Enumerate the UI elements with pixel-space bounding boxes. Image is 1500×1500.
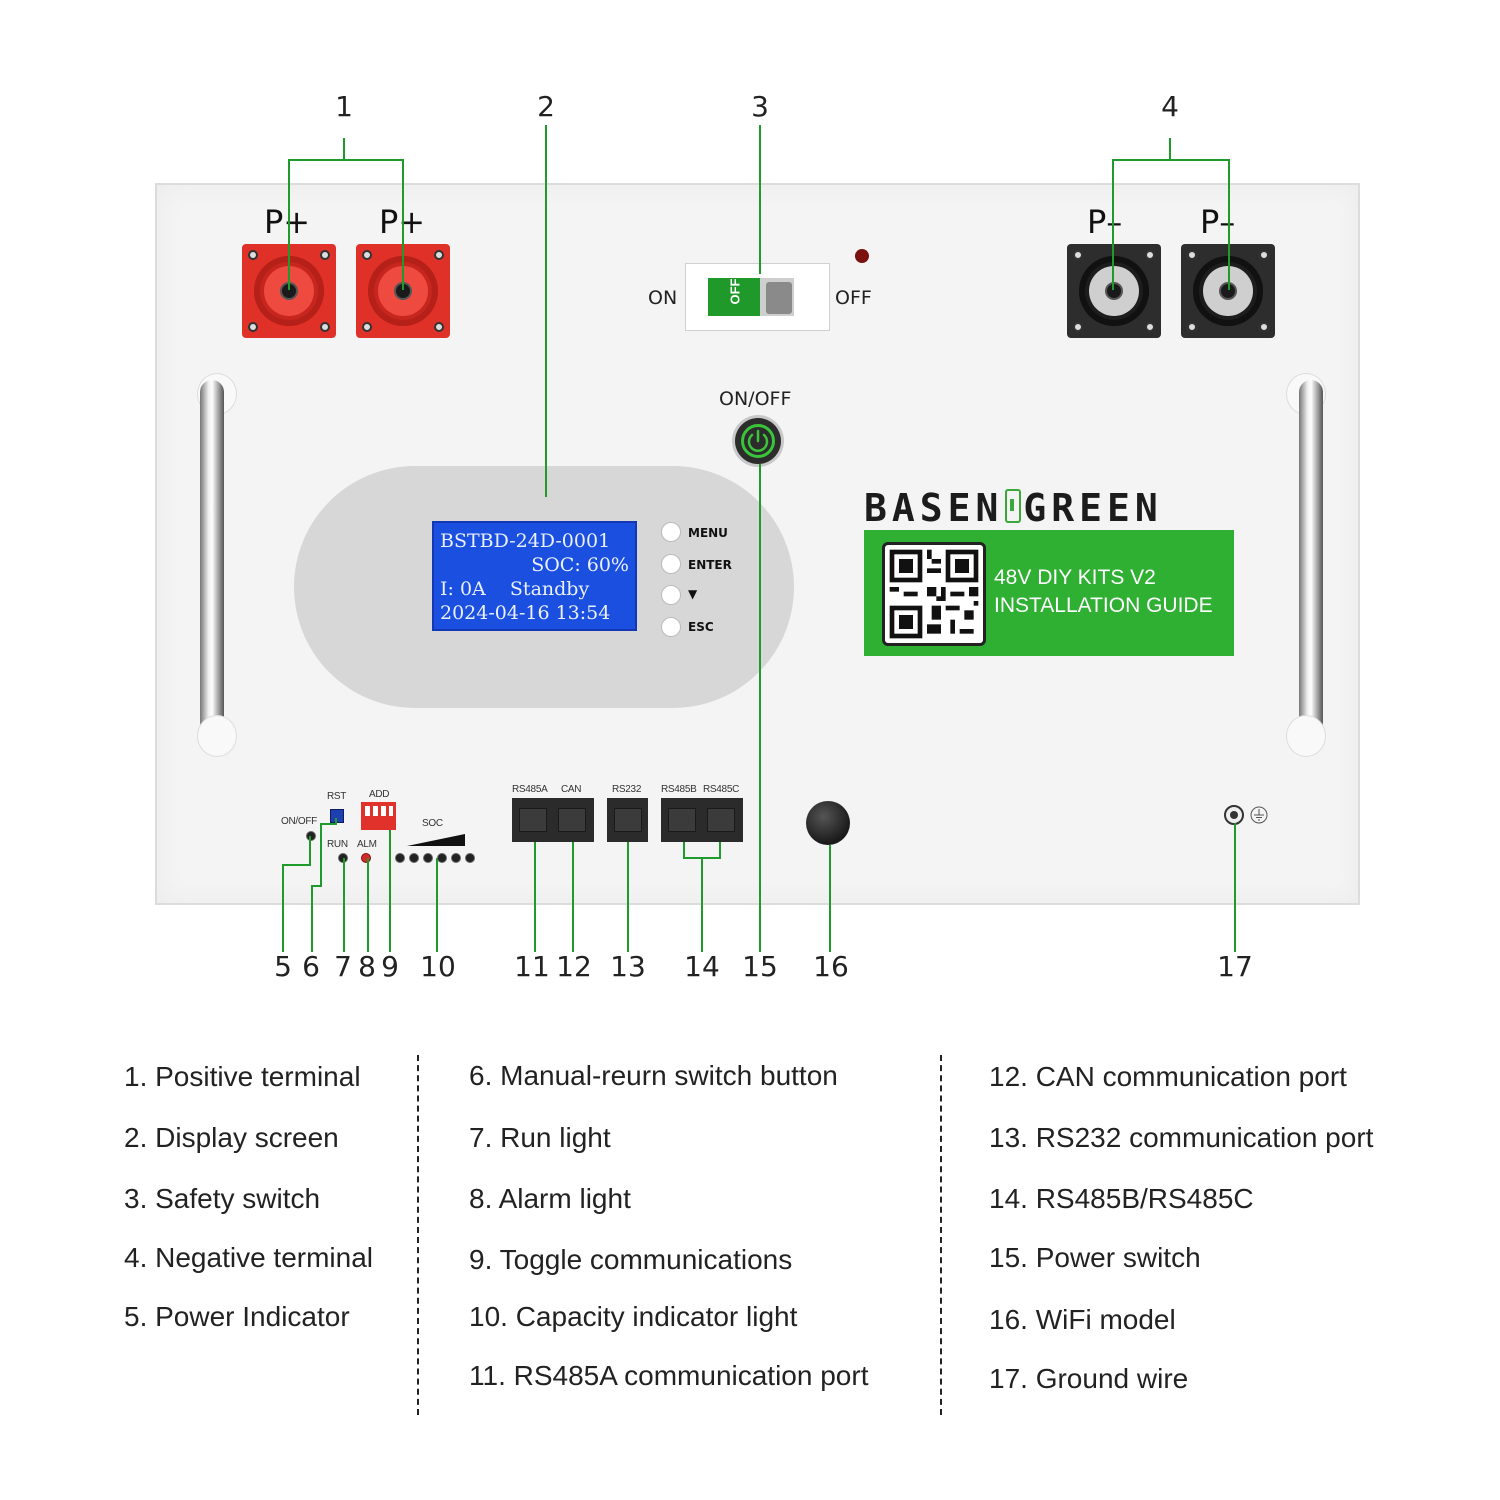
rs485a-label: RS485A [512, 784, 548, 795]
legend-item-17: 17. Ground wire [989, 1363, 1189, 1394]
installation-guide-label[interactable]: 48V DIY KITS V2 INSTALLATION GUIDE [864, 530, 1234, 656]
legend-item-13: 13. RS232 communication port [989, 1122, 1374, 1153]
esc-button-label: ESC [688, 620, 714, 634]
legend-item-12: 12. CAN communication port [989, 1061, 1347, 1092]
enter-button-label: ENTER [688, 558, 732, 572]
callout-16: 16 [813, 950, 849, 983]
left-handle [200, 380, 224, 734]
breaker-lever[interactable] [766, 282, 792, 314]
rs485c-port[interactable] [707, 808, 735, 832]
soc-led-6 [465, 853, 475, 863]
can-port[interactable] [558, 808, 586, 832]
down-button-label: ▼ [688, 587, 698, 601]
legend-divider-2 [940, 1055, 942, 1415]
guide-label-line-1: 48V DIY KITS V2 [994, 566, 1156, 589]
legend-item-7: 7. Run light [469, 1122, 611, 1153]
rs485c-label: RS485C [703, 784, 739, 795]
callout-10: 10 [420, 950, 456, 983]
handle-cap-bottom-left [197, 715, 237, 757]
soc-led-1 [395, 853, 405, 863]
rs485b-rs485c-port-block [661, 798, 743, 842]
legend-item-16: 16. WiFi model [989, 1304, 1176, 1335]
callout-1: 1 [335, 90, 353, 123]
legend-item-15: 15. Power switch [989, 1242, 1201, 1273]
negative-terminal-label-1: P– [1087, 203, 1123, 241]
power-button-label: ON/OFF [719, 388, 792, 410]
legend-divider-1 [417, 1055, 419, 1415]
right-handle [1299, 380, 1323, 734]
callout-12: 12 [556, 950, 592, 983]
soc-led-2 [409, 853, 419, 863]
display-screen: BSTBD-24D-0001 SOC: 60% I: 0A Standby 20… [432, 521, 637, 631]
legend-item-5: 5. Power Indicator [124, 1301, 350, 1332]
legend-item-3: 3. Safety switch [124, 1183, 321, 1214]
menu-button-label: MENU [688, 526, 728, 540]
lcd-line-4: 2024-04-16 13:54 [440, 602, 611, 624]
alarm-light [361, 853, 371, 863]
brand-right: GREEN [1023, 486, 1163, 530]
callout-11: 11 [514, 950, 550, 983]
callout-4: 4 [1161, 90, 1179, 123]
callout-17: 17 [1217, 950, 1253, 983]
address-dip-switch[interactable] [361, 802, 396, 830]
callout-13: 13 [610, 950, 646, 983]
brand-logo: BASEN GREEN [864, 486, 1163, 530]
rs485a-can-port-block [512, 798, 594, 842]
callout-8: 8 [358, 950, 376, 983]
soc-label: SOC [422, 818, 443, 829]
rst-label: RST [327, 791, 347, 802]
callout-7: 7 [334, 950, 352, 983]
breaker-off-label: OFF [835, 287, 872, 309]
soc-led-5 [451, 853, 461, 863]
rs232-port[interactable] [607, 798, 648, 842]
rs485a-port[interactable] [519, 808, 547, 832]
qr-code-icon[interactable] [882, 542, 986, 646]
rs485b-label: RS485B [661, 784, 697, 795]
handle-cap-bottom-right [1286, 715, 1326, 757]
enter-button[interactable] [661, 554, 681, 574]
soc-wedge-icon [407, 834, 465, 846]
legend-item-4: 4. Negative terminal [124, 1242, 374, 1273]
callout-2: 2 [537, 90, 555, 123]
callout-9: 9 [381, 950, 399, 983]
legend-item-14: 14. RS485B/RS485C [989, 1183, 1254, 1214]
rs485b-port[interactable] [668, 808, 696, 832]
safety-switch[interactable]: OFF [685, 263, 830, 331]
menu-button[interactable] [661, 522, 681, 542]
callout-6: 6 [302, 950, 320, 983]
positive-terminal-label-1: P+ [264, 203, 311, 241]
brand-left: BASEN [864, 486, 1004, 530]
rs232-label: RS232 [612, 784, 642, 795]
callout-14: 14 [684, 950, 720, 983]
lcd-line-2: SOC: 60% [531, 554, 629, 576]
legend-item-10: 10. Capacity indicator light [469, 1301, 798, 1332]
power-switch-button[interactable] [735, 418, 781, 464]
lcd-line-3: I: 0A Standby [440, 578, 590, 600]
run-label: RUN [327, 839, 348, 850]
esc-button[interactable] [661, 617, 681, 637]
battery-leaf-icon [1005, 489, 1022, 523]
callout-3: 3 [751, 90, 769, 123]
legend-item-8: 8. Alarm light [469, 1183, 631, 1214]
soc-led-3 [423, 853, 433, 863]
guide-label-line-2: INSTALLATION GUIDE [994, 594, 1213, 617]
onoff-small-label: ON/OFF [281, 816, 317, 827]
legend-item-2: 2. Display screen [124, 1122, 339, 1153]
breaker-indicator-led [855, 249, 869, 263]
legend-item-1: 1. Positive terminal [124, 1061, 361, 1092]
down-button[interactable] [661, 585, 681, 605]
can-label: CAN [561, 784, 582, 795]
alm-label: ALM [357, 839, 377, 850]
breaker-on-label: ON [648, 287, 678, 309]
power-icon [747, 429, 769, 452]
lcd-line-1: BSTBD-24D-0001 [440, 530, 611, 552]
legend-item-6: 6. Manual-reurn switch button [469, 1060, 838, 1091]
legend-item-9: 9. Toggle communications [469, 1244, 793, 1275]
add-label: ADD [369, 789, 390, 800]
callout-15: 15 [742, 950, 778, 983]
wifi-module[interactable] [806, 801, 850, 845]
callout-5: 5 [274, 950, 292, 983]
legend-item-11: 11. RS485A communication port [469, 1360, 869, 1391]
